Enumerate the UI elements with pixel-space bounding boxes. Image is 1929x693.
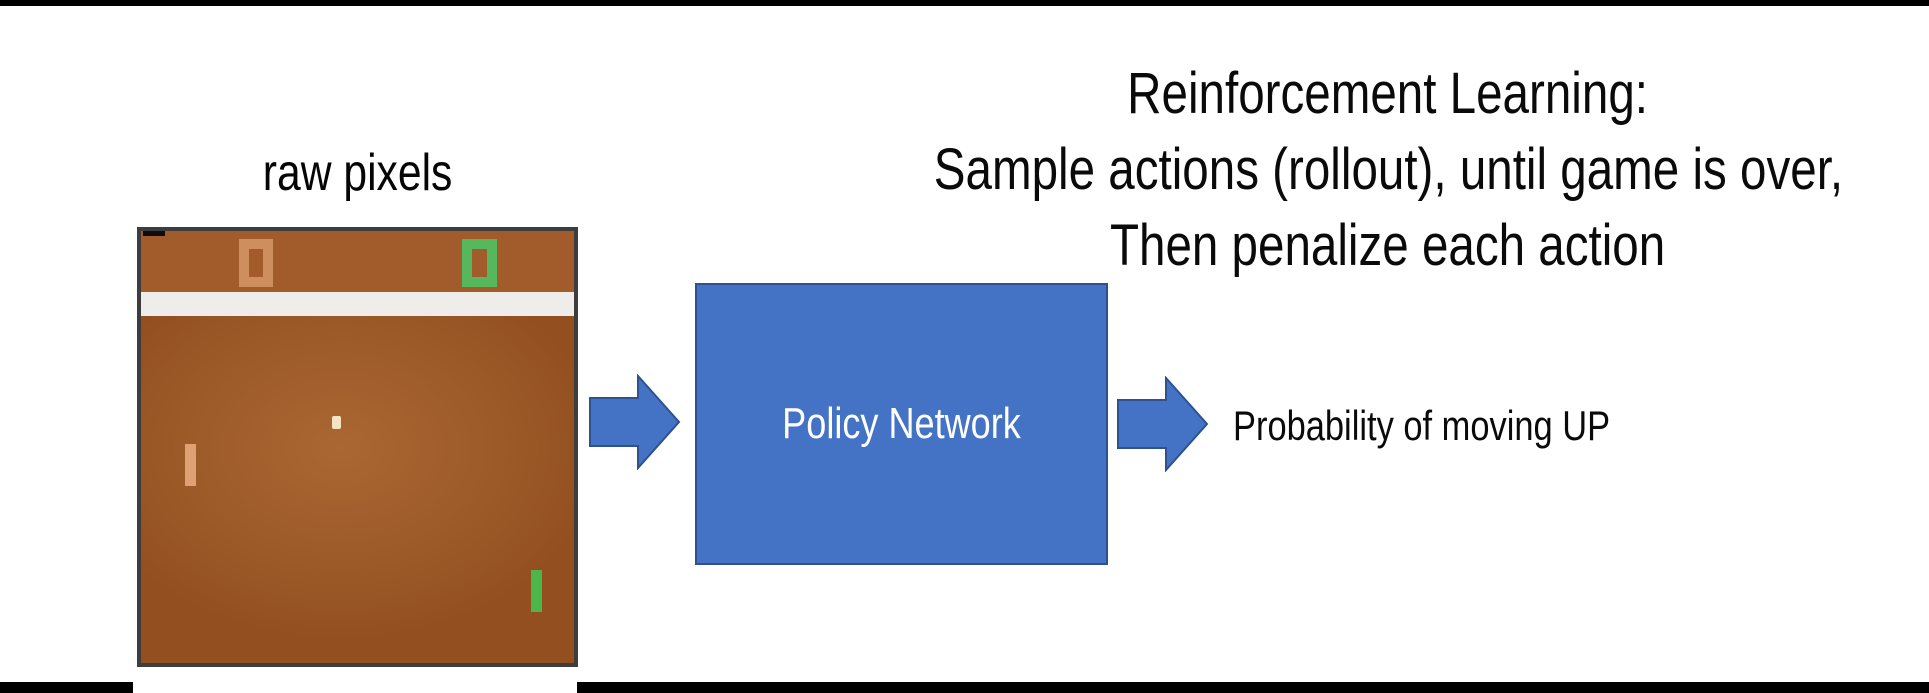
input-arrow-right-icon [589, 374, 681, 470]
pong-game-screenshot [137, 227, 578, 667]
bottom-border-bar-left [0, 682, 133, 693]
left-paddle [185, 444, 196, 486]
pong-ball [332, 416, 341, 429]
right-score-zero-digit [462, 239, 497, 287]
output-arrow-right-icon [1117, 376, 1209, 472]
pong-field [141, 316, 574, 663]
right-paddle [531, 570, 542, 612]
policy-network-label: Policy Network [782, 399, 1021, 448]
policy-network-box: Policy Network [695, 283, 1108, 565]
bottom-border-bar-right [577, 682, 1929, 693]
top-border-bar [0, 0, 1929, 6]
probability-of-moving-up-label: Probability of moving UP [1233, 402, 1611, 449]
pong-corner-notch [143, 231, 165, 236]
left-score-zero-digit [239, 239, 273, 287]
pong-play-area [141, 231, 574, 663]
slide-title: Reinforcement Learning: Sample actions (… [758, 56, 1929, 284]
title-line-3: Then penalize each action [1110, 213, 1666, 278]
pong-score-band [141, 231, 574, 292]
raw-pixels-label: raw pixels [262, 144, 453, 202]
pong-center-line [141, 292, 574, 316]
title-line-1: Reinforcement Learning: [1127, 61, 1649, 126]
title-line-2: Sample actions (rollout), until game is … [933, 137, 1843, 202]
